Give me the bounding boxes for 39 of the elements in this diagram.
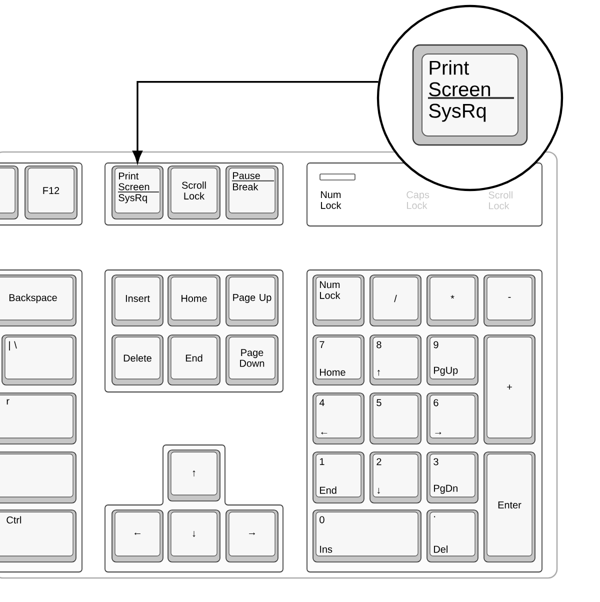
key: 5	[370, 392, 422, 444]
key: 4 ←	[312, 392, 364, 444]
key: 9 PgUp	[426, 334, 478, 386]
key	[0, 166, 18, 220]
key: Print Screen SysRq	[112, 166, 164, 220]
key: . Del	[426, 510, 478, 562]
key: 7 Home	[312, 334, 364, 386]
key: Pause Break	[226, 166, 278, 220]
enlarged-key: Print Screen SysRq	[412, 44, 528, 146]
key: Home	[168, 274, 220, 326]
key: Delete	[112, 334, 164, 386]
key: Scroll Lock	[168, 166, 220, 220]
key: ↑	[168, 450, 220, 502]
key: r	[0, 392, 76, 444]
key: 0 Ins	[312, 510, 422, 562]
key: -	[484, 274, 536, 326]
key: 8 ↑	[370, 334, 422, 386]
key	[0, 452, 76, 504]
key: Page Down	[226, 334, 278, 386]
key: Enter	[484, 452, 536, 562]
key: ↓	[168, 510, 220, 562]
key: End	[168, 334, 220, 386]
key: *	[426, 274, 478, 326]
key: Page Up	[226, 274, 278, 326]
key: →	[226, 510, 278, 562]
key: Ctrl	[0, 510, 76, 562]
key: Backspace	[0, 274, 76, 326]
key: Num Lock	[312, 274, 364, 326]
key: F12	[24, 166, 78, 220]
key: | \	[2, 334, 76, 386]
key: /	[370, 274, 422, 326]
key: 6 →	[426, 392, 478, 444]
arrow	[132, 81, 378, 163]
key: 1 End	[312, 452, 364, 504]
key: 3 PgDn	[426, 452, 478, 504]
key: ←	[112, 510, 164, 562]
key: +	[484, 334, 536, 444]
key: 2 ↓	[370, 452, 422, 504]
key: Insert	[112, 274, 164, 326]
